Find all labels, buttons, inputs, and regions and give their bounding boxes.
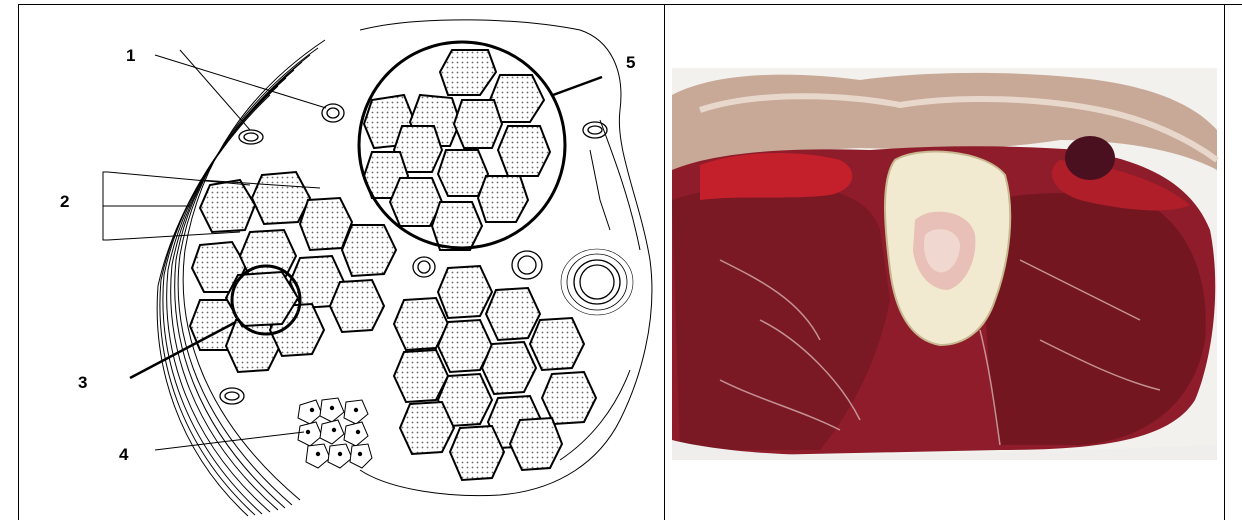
label-5: 5 xyxy=(626,53,635,72)
beef-shank-photo xyxy=(672,68,1217,460)
label-3: 3 xyxy=(78,373,87,392)
label-4: 4 xyxy=(119,445,129,464)
label-1: 1 xyxy=(126,46,135,65)
label-2: 2 xyxy=(60,192,69,211)
fascicle-group-left xyxy=(190,172,396,372)
